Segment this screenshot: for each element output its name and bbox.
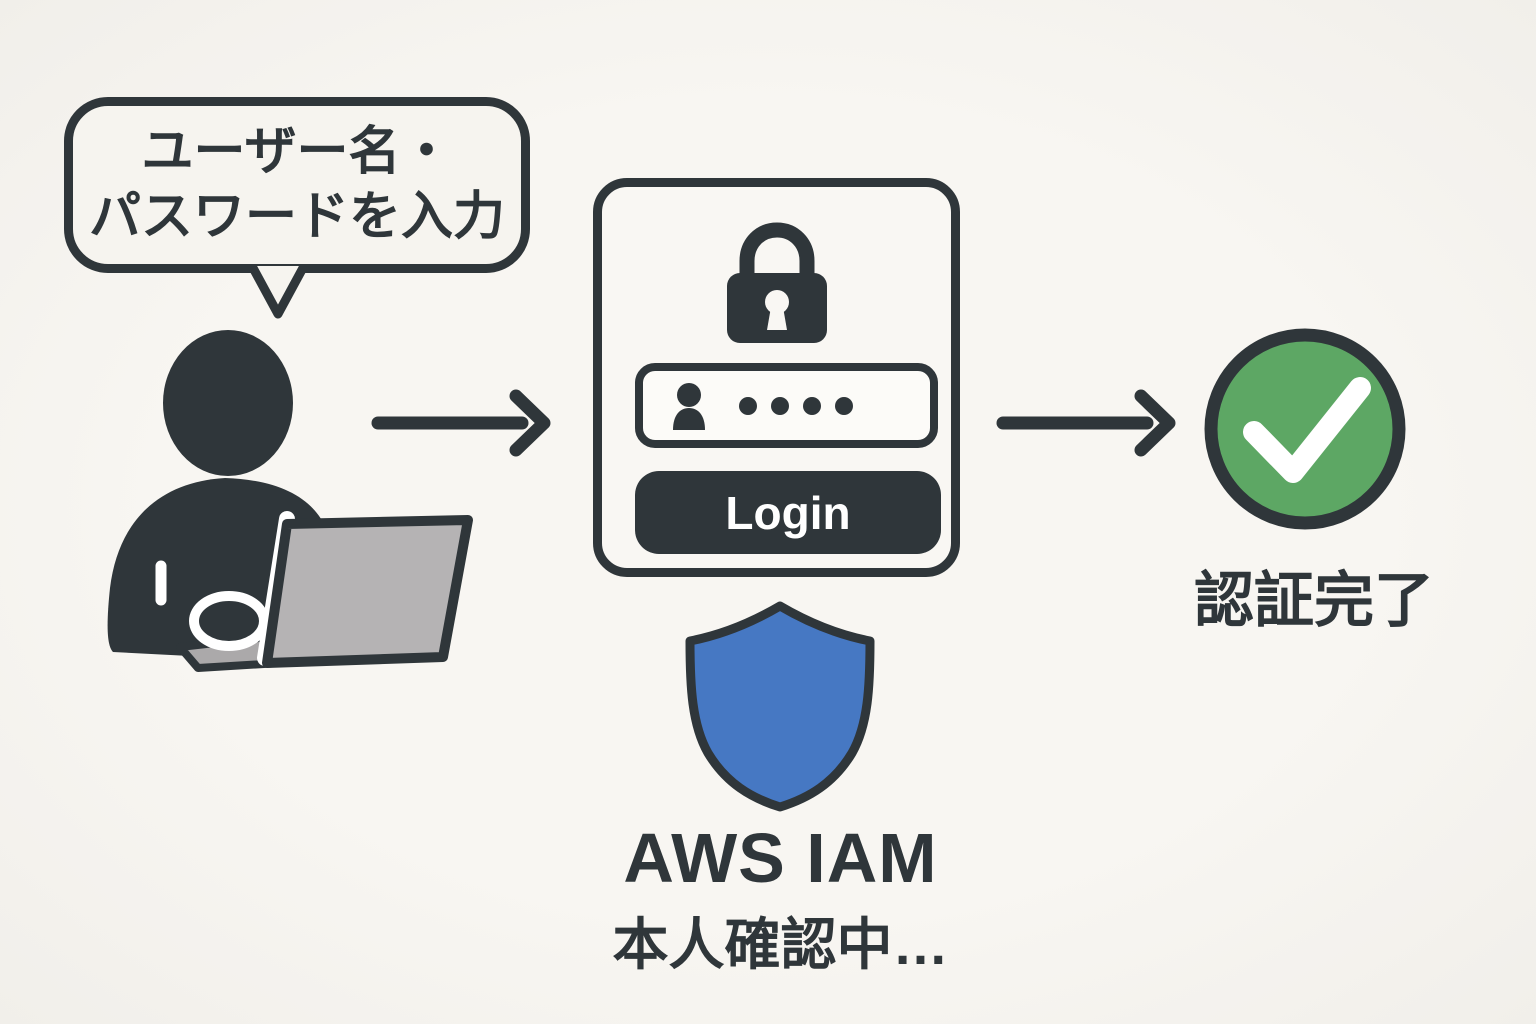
password-dots — [739, 396, 853, 415]
iam-title: AWS IAM — [623, 819, 938, 897]
iam-status: 本人確認中… — [612, 913, 949, 976]
login-button[interactable]: Login — [635, 471, 941, 554]
user-icon — [673, 382, 705, 430]
password-dot — [803, 396, 821, 415]
speech-bubble-line2: パスワードを入力 — [88, 188, 505, 246]
arrow-right-icon — [371, 389, 551, 457]
result-label: 認証完了 — [1194, 567, 1434, 634]
person-head — [163, 330, 293, 476]
laptop-icon — [262, 515, 473, 668]
password-dot — [771, 396, 789, 415]
speech-bubble-tail-icon — [247, 266, 309, 319]
password-dot — [835, 396, 853, 415]
lock-icon — [726, 222, 827, 343]
credentials-input[interactable] — [635, 363, 938, 448]
speech-bubble: ユーザー名・ パスワードを入力 — [64, 97, 530, 273]
login-card: Login — [593, 178, 960, 577]
shield-icon — [685, 601, 875, 812]
person-at-laptop-icon — [107, 330, 473, 672]
arrow-right-icon — [996, 389, 1176, 457]
check-circle-icon — [1204, 328, 1406, 530]
password-dot — [739, 396, 757, 415]
person-hand — [189, 591, 269, 651]
speech-bubble-line1: ユーザー名・ — [141, 123, 453, 181]
